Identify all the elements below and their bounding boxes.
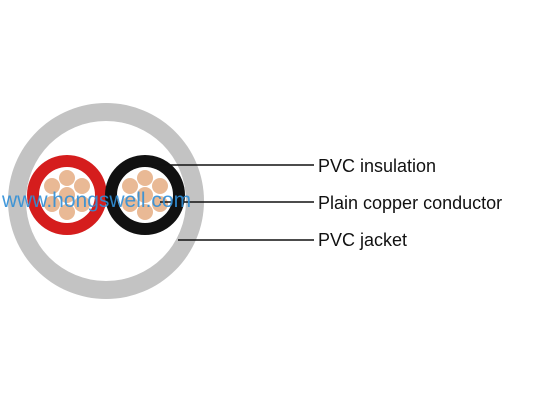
copper-strand (44, 178, 60, 194)
black-copper-strands (122, 170, 168, 220)
copper-strand (137, 187, 153, 203)
copper-strand (59, 204, 75, 220)
plain-copper-conductor-label: Plain copper conductor (318, 193, 503, 213)
website-watermark: www.hongswell.com (2, 189, 192, 212)
copper-strand (59, 170, 75, 186)
pvc-jacket-label: PVC jacket (318, 230, 408, 250)
copper-strand (44, 196, 60, 212)
copper-strand (122, 196, 138, 212)
red-copper-strands (44, 170, 90, 220)
copper-strand (137, 204, 153, 220)
copper-strand (74, 196, 90, 212)
red-core (27, 155, 107, 235)
black-core (105, 155, 185, 235)
copper-strand (152, 178, 168, 194)
pvc-insulation-label: PVC insulation (318, 156, 437, 176)
copper-strand (74, 178, 90, 194)
copper-strand (152, 196, 168, 212)
copper-strand (59, 187, 75, 203)
copper-strand (122, 178, 138, 194)
copper-strand (137, 170, 153, 186)
